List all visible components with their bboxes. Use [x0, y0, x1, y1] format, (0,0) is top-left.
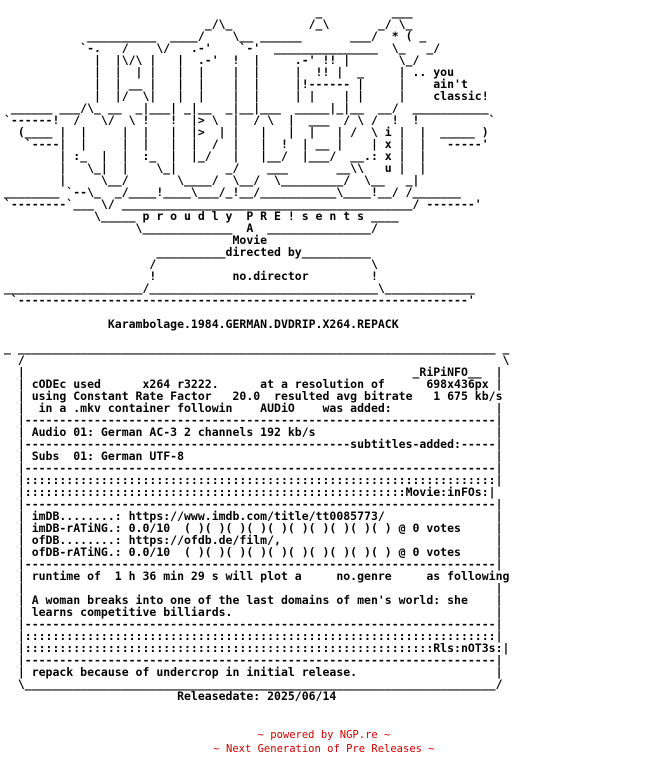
nfo-line: |---------------------------------------…: [4, 413, 503, 427]
nfo-line: | A woman breaks into one of the last do…: [4, 593, 503, 607]
nfo-line: Movie: [4, 233, 268, 247]
nfo-line: | learns competitive billiards. |: [4, 605, 503, 619]
nfo-line: ______ ___/\_ __ _|___| _|__ _|__|___ __…: [4, 101, 489, 115]
nfo-line: _ ___: [4, 5, 413, 19]
nfo-line: | \__/ \____/ \__/ \_________/ \__ _|: [4, 173, 420, 187]
nfo-line: `----| | | | | | / | | ! | __ | | x | | …: [4, 137, 489, 151]
nfo-line: |:::::::::::::::::::::::::::::::::::::::…: [4, 473, 503, 487]
nfo-line: |---------------------------------------…: [4, 497, 503, 511]
nfo-line: / \: [4, 257, 378, 271]
nfo-line: | runtime of 1 h 36 min 29 s will plot a…: [4, 569, 510, 583]
nfo-line: | cODEc used x264 r3222. at a resolution…: [4, 377, 503, 391]
nfo-line: | |\/\ | | .-' ! | .-' !! | \_/: [4, 53, 420, 67]
nfo-line: | :_ | | :_ | |_/ | |__/ |___/ __.: x | …: [4, 149, 427, 163]
nfo-line: |:::::::::::::::::::::::::::::::::::::::…: [4, 629, 503, 643]
nfo-line: |:::::::::::::::::::::::::::::::::::::::…: [4, 485, 496, 499]
nfo-line: | Audio 01: German AC-3 2 channels 192 k…: [4, 425, 503, 439]
nfo-line: |---------------------------------------…: [4, 653, 503, 667]
nfo-line: \_______________________________________…: [4, 677, 503, 691]
nfo-line: | in a .mkv container followin AUDiO was…: [4, 401, 503, 415]
nfo-line: | using Constant Rate Factor 20.0 result…: [4, 389, 503, 403]
nfo-line: |---------------------------------------…: [4, 437, 503, 451]
nfo-line: | repack because of undercrop in initial…: [4, 665, 503, 679]
nfo-line: `---------------------------------------…: [4, 293, 475, 307]
nfo-line: `------! / \/ \ ! ! |> \ | / \ | ___ / \…: [4, 113, 496, 127]
nfo-line: `-. / \/ .-' `-' _______________ \_ _/: [4, 41, 441, 55]
nfo-line: | imDB-rATiNG.: 0.0/10 ( )( )( )( )( )( …: [4, 521, 503, 535]
nfo-line: Releasedate: 2025/06/14: [4, 689, 337, 703]
nfo-line: |---------------------------------------…: [4, 557, 503, 571]
nfo-line: | _RiPiNFO__ |: [4, 365, 503, 379]
nfo-line: (____ | | | | | |> | | | | | | / \ i | |…: [4, 125, 489, 139]
nfo-line: |---------------------------------------…: [4, 617, 503, 631]
footer-tagline: ~ Next Generation of Pre Releases ~: [213, 743, 435, 755]
nfo-line: \_____________ A _______________/: [4, 221, 378, 235]
nfo-line: ! no.director !: [4, 269, 378, 283]
nfo-line: ________ `--\_ _/____!____\___/_!__/____…: [4, 185, 461, 199]
nfo-line: | | __ | | | | | |!------ | | ain't: [4, 77, 468, 91]
nfo-line: | \_| | \_| _/ ___ __\\ u | |: [4, 161, 427, 175]
nfo-line: _ ______________________________________…: [4, 341, 510, 355]
nfo-line: _/\_ /_\ _/ \_: [4, 17, 413, 31]
nfo-line: | imDB........: https://www.imdb.com/tit…: [4, 509, 503, 523]
nfo-line: | ofDB-rATiNG.: 0.0/10 ( )( )( )( )( )( …: [4, 545, 503, 559]
nfo-line: | |: [4, 581, 503, 595]
nfo-line: |---------------------------------------…: [4, 461, 503, 475]
nfo-text-block: _ ___ _/\_ /_\ _/ \_ __________ ____/ \_…: [4, 6, 509, 702]
nfo-line: `--------`___ \/ _______________________…: [4, 197, 482, 211]
nfo-line: / \: [4, 353, 510, 367]
nfo-line: ____________________/___________________…: [4, 281, 475, 295]
footer-powered-by: ~ powered by NGP.re ~: [257, 729, 391, 741]
nfo-line: Karambolage.1984.GERMAN.DVDRIP.X264.REPA…: [4, 317, 399, 331]
nfo-line: | | | | | | | | | !! | _ | .. you: [4, 65, 455, 79]
nfo-line: __________ ____/ \__ ______ ___/ * ( _: [4, 29, 427, 43]
nfo-line: __________directed by__________: [4, 245, 371, 259]
nfo-line: \_____ p r o u d l y P R E ! s e n t s _…: [4, 209, 399, 223]
nfo-line: |:::::::::::::::::::::::::::::::::::::::…: [4, 641, 510, 655]
footer: ~ powered by NGP.re ~ ~ Next Generation …: [0, 728, 648, 756]
nfo-line: | Subs 01: German UTF-8 |: [4, 449, 503, 463]
nfo-line: | |/ \| | | | | | | | | | classic!: [4, 89, 489, 103]
nfo-line: | ofDB........: https://ofdb.de/film/, |: [4, 533, 503, 547]
